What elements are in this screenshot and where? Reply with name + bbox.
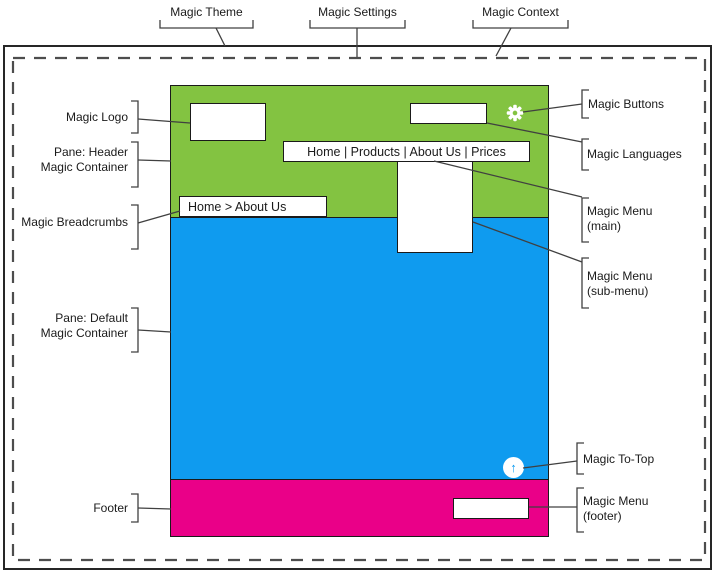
breadcrumb[interactable]: Home > About Us <box>179 196 327 217</box>
callout-magic-theme: Magic Theme <box>170 5 243 19</box>
callout-pane-default-line2: Magic Container <box>40 326 128 340</box>
callout-menu-main-line2: (main) <box>587 219 622 233</box>
callout-magic-to-top: Magic To-Top <box>583 452 655 466</box>
callout-pane-header-line2: Magic Container <box>40 160 128 174</box>
callout-magic-languages: Magic Languages <box>587 147 682 161</box>
up-arrow-icon: ↑ <box>510 460 517 475</box>
callout-pane-header-line1: Pane: Header <box>53 145 128 159</box>
callout-menu-footer-line2: (footer) <box>583 509 622 523</box>
callout-magic-context: Magic Context <box>482 5 559 19</box>
callout-magic-menu-footer: Magic Menu (footer) <box>583 494 648 524</box>
content-pane-block <box>170 217 549 480</box>
to-top-button[interactable]: ↑ <box>503 457 524 478</box>
callout-magic-settings: Magic Settings <box>318 5 397 19</box>
callout-menu-sub-line2: (sub-menu) <box>587 284 649 298</box>
callout-magic-buttons: Magic Buttons <box>588 97 665 111</box>
callout-magic-breadcrumbs: Magic Breadcrumbs <box>21 215 128 229</box>
languages-box[interactable] <box>410 103 487 124</box>
callout-magic-menu-sub: Magic Menu (sub-menu) <box>587 269 652 299</box>
submenu-box[interactable] <box>397 160 473 253</box>
callout-pane-default-line1: Pane: Default <box>55 311 128 325</box>
callout-magic-logo: Magic Logo <box>65 110 128 124</box>
footer-menu-box[interactable] <box>453 498 529 519</box>
callout-magic-menu-main: Magic Menu (main) <box>587 204 652 234</box>
main-menu-bar[interactable]: Home | Products | About Us | Prices <box>283 141 530 162</box>
logo-placeholder <box>190 103 266 141</box>
callout-pane-default: Pane: Default Magic Container <box>10 311 128 341</box>
callout-menu-sub-line1: Magic Menu <box>587 269 653 283</box>
callout-footer: Footer <box>93 501 128 515</box>
gear-icon[interactable] <box>506 104 524 122</box>
callout-menu-footer-line1: Magic Menu <box>583 494 649 508</box>
callout-menu-main-line1: Magic Menu <box>587 204 653 218</box>
callout-pane-header: Pane: Header Magic Container <box>10 145 128 175</box>
